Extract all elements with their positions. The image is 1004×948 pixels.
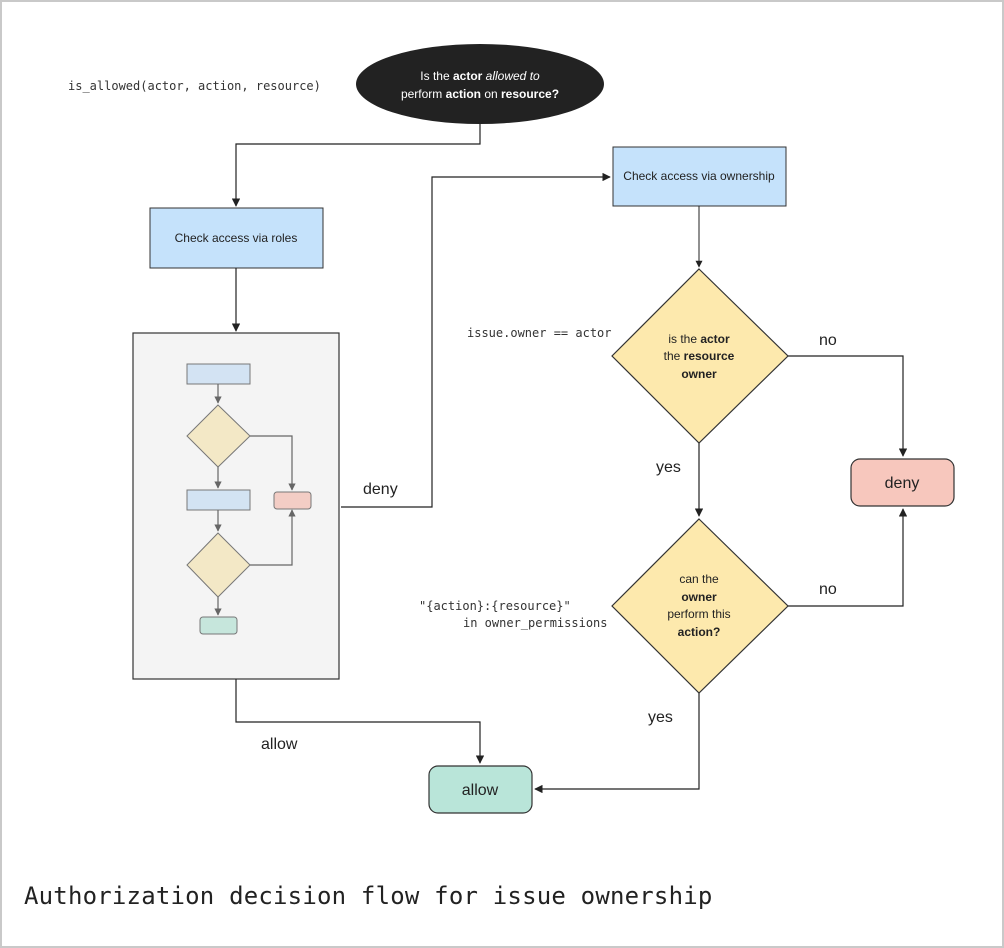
diagram-caption: Authorization decision flow for issue ow… <box>24 882 713 910</box>
start-line-1: Is the actor allowed to <box>420 69 540 83</box>
terminal-deny-label: deny <box>885 475 920 492</box>
allow-edge-label: allow <box>261 736 298 753</box>
deny-edge-label: deny <box>363 481 398 498</box>
perm-condition-code-line-2: in owner_permissions <box>463 616 608 630</box>
owner-condition-code: issue.owner == actor <box>467 326 612 340</box>
mini-process-2 <box>186 489 251 511</box>
ownership-box-label: Check access via ownership <box>623 169 775 183</box>
terminal-allow: allow <box>428 765 533 814</box>
start-node: Is the actor allowed to perform action o… <box>356 44 604 124</box>
edge-owner-no-to-deny <box>788 355 908 457</box>
no-label-2: no <box>819 581 837 598</box>
terminal-allow-label: allow <box>462 782 499 799</box>
decision-owner-line-3: owner <box>681 367 717 381</box>
edge-start-to-roles <box>231 124 481 207</box>
edge-perm-yes-to-allow <box>534 693 700 794</box>
mini-process-1 <box>186 363 251 385</box>
roles-subflow-panel <box>132 332 340 680</box>
yes-label-2: yes <box>648 709 673 726</box>
mini-allow <box>199 616 238 635</box>
decision-perm-line-3: perform this <box>667 607 730 621</box>
decision-perm-line-1: can the <box>679 572 719 586</box>
ownership-box: Check access via ownership <box>612 146 787 207</box>
terminal-deny: deny <box>850 458 955 507</box>
edge-perm-no-to-deny <box>788 508 908 607</box>
flowchart: is_allowed(actor, action, resource) Is t… <box>68 44 955 814</box>
perm-condition-code-line-1: "{action}:{resource}" <box>419 599 571 613</box>
yes-label-1: yes <box>656 459 681 476</box>
decision-permission: can the owner perform this action? <box>611 518 789 694</box>
function-signature: is_allowed(actor, action, resource) <box>68 79 321 93</box>
decision-owner-line-1: is the actor <box>668 332 730 346</box>
start-line-2: perform action on resource? <box>401 87 559 101</box>
no-label-1: no <box>819 332 837 349</box>
roles-box: Check access via roles <box>149 207 324 269</box>
decision-perm-line-4: action? <box>678 625 721 639</box>
mini-deny <box>273 491 312 510</box>
decision-perm-line-2: owner <box>681 590 717 604</box>
edge-roles-allow-to-allow <box>235 679 485 764</box>
edge-deny-to-ownership <box>341 172 611 508</box>
decision-owner-line-2: the resource <box>664 349 735 363</box>
decision-owner: is the actor the resource owner <box>611 268 789 444</box>
roles-box-label: Check access via roles <box>175 231 298 245</box>
